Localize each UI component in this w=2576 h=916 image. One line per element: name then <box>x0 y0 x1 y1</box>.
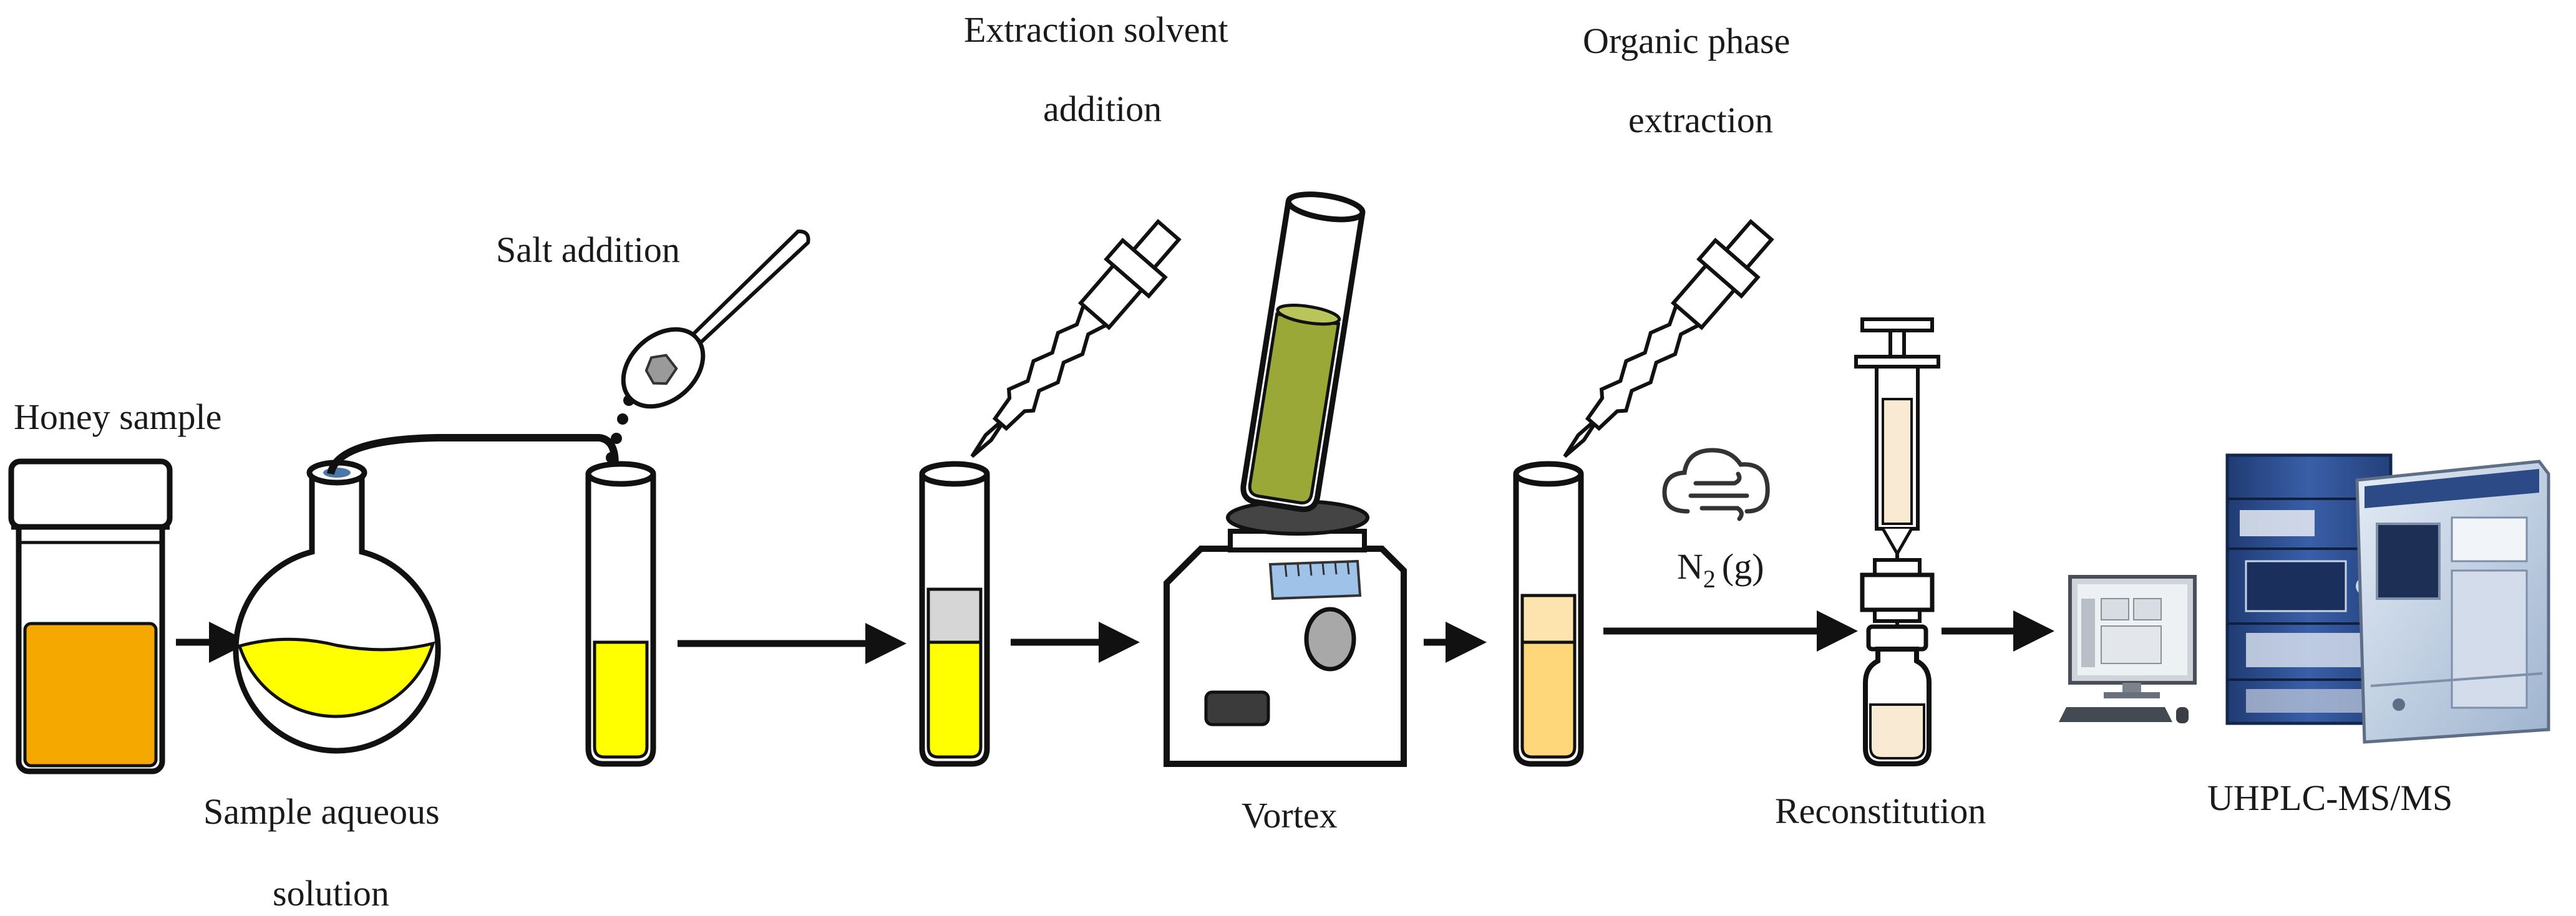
reconstitution-vial <box>1863 624 1932 766</box>
n2-label: N2(g) <box>1677 546 1764 593</box>
organic-phase-tube <box>1513 461 1584 767</box>
vortex-switch[interactable] <box>1204 690 1270 726</box>
uhplc-label: UHPLC-MS/MS <box>2207 778 2452 818</box>
pipette-icon-2 <box>1563 219 1774 458</box>
organic-phase-label-line1: Organic phase <box>1583 21 1790 61</box>
sample-aqueous-label-line2: solution <box>273 873 389 914</box>
extraction-solvent-label-line2: addition <box>1043 89 1162 129</box>
vortex-dial[interactable] <box>1268 559 1362 600</box>
sample-aqueous-label-line1: Sample aqueous <box>203 791 440 832</box>
salt-particles <box>606 395 634 463</box>
reconstitution-label: Reconstitution <box>1775 791 1986 831</box>
transfer-tube <box>327 434 619 475</box>
salt-addition-label: Salt addition <box>496 229 680 270</box>
vortex-tube <box>1240 191 1366 513</box>
honey-sample-label: Honey sample <box>14 397 221 437</box>
syringe-icon <box>1854 317 1940 630</box>
cloud-wind-icon <box>1662 448 1770 521</box>
extraction-solvent-label-line1: Extraction solvent <box>964 9 1228 50</box>
spoon-icon <box>621 229 810 409</box>
pipette-icon <box>970 219 1182 458</box>
round-bottom-flask <box>233 460 441 754</box>
extraction-solvent-tube <box>919 461 990 767</box>
organic-phase-label-line2: extraction <box>1628 100 1773 140</box>
uhplc-instrument-icon <box>2225 453 2550 744</box>
vortex-knob[interactable] <box>1304 607 1356 672</box>
vortex-label: Vortex <box>1242 795 1338 836</box>
honey-jar <box>8 458 173 774</box>
vortex-mixer <box>1164 499 1407 767</box>
salt-addition-tube <box>585 461 656 767</box>
computer-icon <box>2059 575 2197 723</box>
